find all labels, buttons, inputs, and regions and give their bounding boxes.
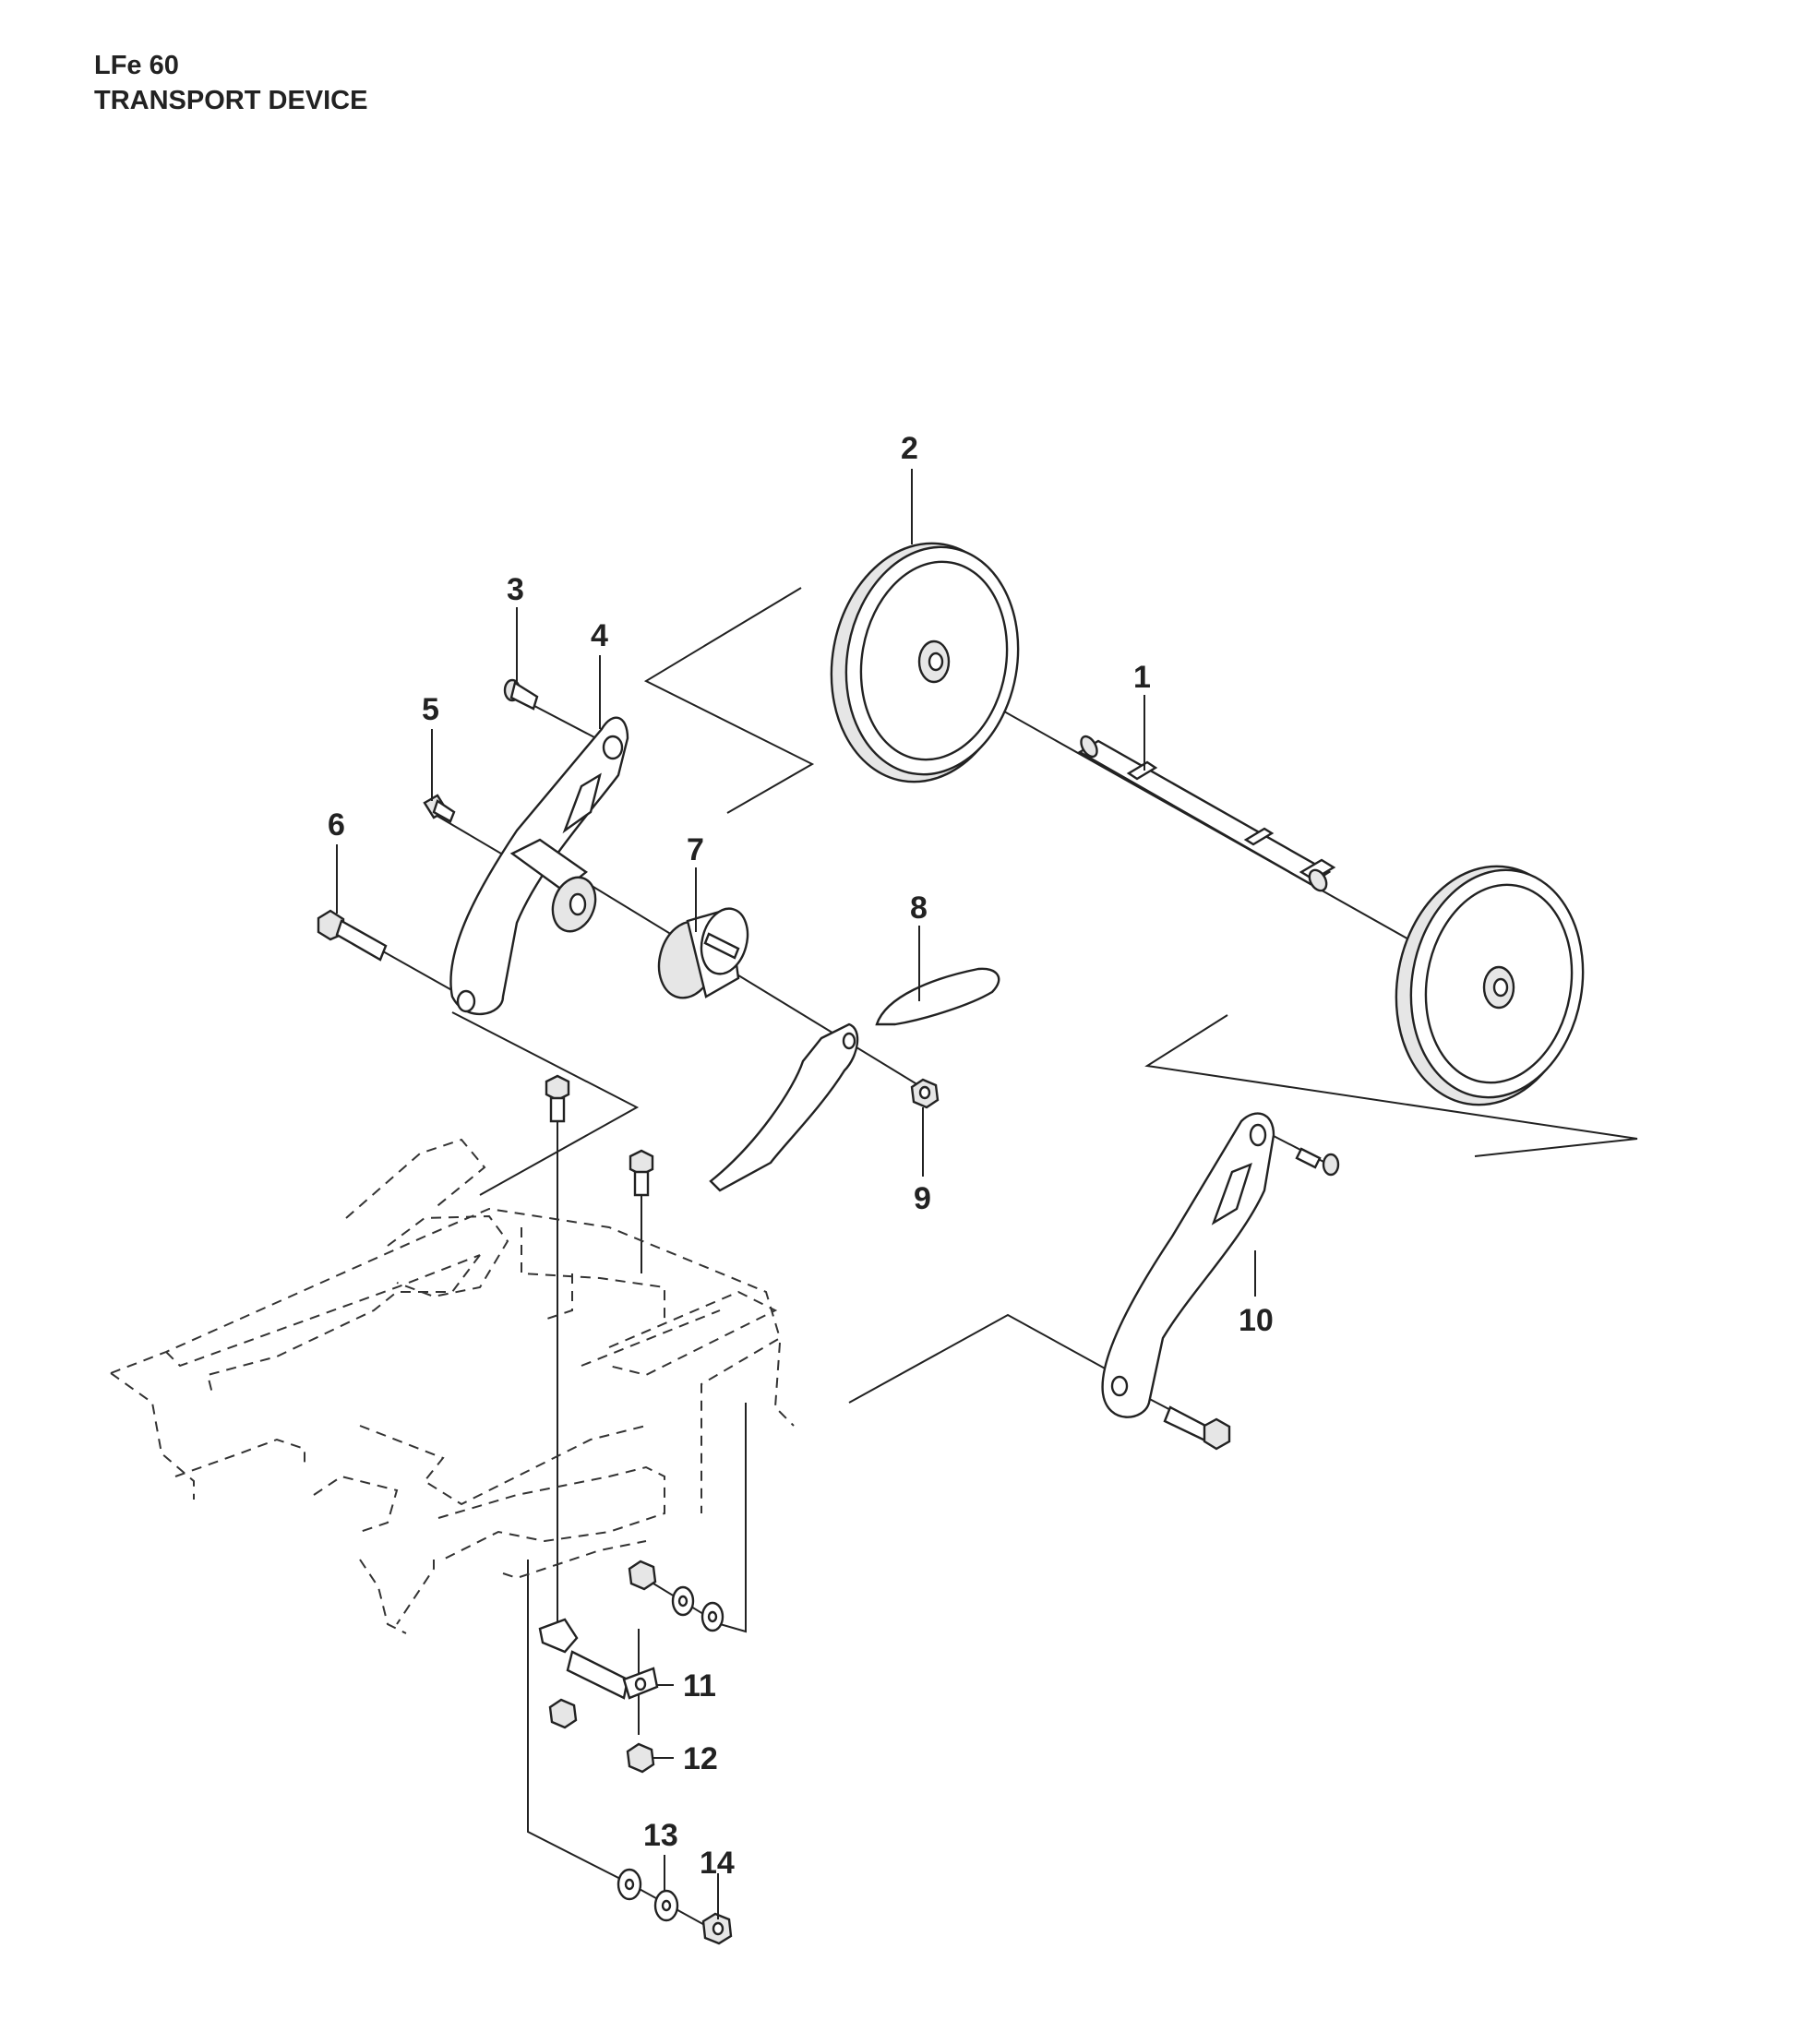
- bushing-7: [657, 907, 749, 999]
- shaft-line: [571, 873, 933, 1094]
- bolt-6: [317, 909, 388, 962]
- guide-line-wheel-right: [1144, 1014, 1638, 1157]
- model-title: LFe 60: [94, 51, 179, 80]
- guide-line-frame: [451, 1011, 640, 1196]
- callout-12: 12: [683, 1741, 718, 1776]
- callout-9: 9: [914, 1181, 931, 1216]
- callout-4: 4: [591, 618, 608, 653]
- wheel-lower: [1395, 865, 1585, 1106]
- callout-2: 2: [901, 431, 918, 466]
- clamp-11: [538, 1618, 659, 1700]
- washer-stack-upper: [628, 1560, 724, 1632]
- callout-3: 3: [507, 572, 524, 607]
- callout-8: 8: [910, 891, 928, 926]
- bolt-10: [1163, 1405, 1231, 1451]
- callout-5: 5: [422, 692, 439, 727]
- screw-5: [423, 794, 456, 823]
- callout-6: 6: [328, 807, 345, 843]
- page-header: LFe 60 TRANSPORT DEVICE: [94, 48, 367, 118]
- frame-bolt-b: [629, 1149, 654, 1197]
- washer-13: [617, 1868, 679, 1922]
- bracket-sleeve: [509, 838, 597, 933]
- pedal-lever: [709, 967, 1000, 1192]
- callout-11: 11: [683, 1668, 716, 1703]
- callout-13: 13: [643, 1818, 678, 1853]
- screw-10: [1295, 1147, 1340, 1177]
- nut-12b: [548, 1698, 578, 1729]
- axle-shaft: [1077, 735, 1336, 892]
- nut-12: [626, 1742, 655, 1774]
- bracket-right: [1101, 1112, 1275, 1418]
- wheel-upper: [830, 542, 1020, 783]
- section-title: TRANSPORT DEVICE: [94, 86, 368, 115]
- guide-line-bracket-right: [848, 1313, 1118, 1404]
- callout-14: 14: [700, 1846, 735, 1881]
- frame-ghost: [110, 1138, 795, 1634]
- screw-3: [503, 678, 539, 711]
- frame-bolt-a: [545, 1074, 570, 1123]
- callout-7: 7: [687, 832, 704, 867]
- callout-1: 1: [1133, 660, 1151, 695]
- callout-10: 10: [1239, 1303, 1274, 1338]
- nut-14: [701, 1912, 733, 1945]
- guide-line-wheel-left: [643, 587, 815, 814]
- nut-9: [910, 1078, 940, 1109]
